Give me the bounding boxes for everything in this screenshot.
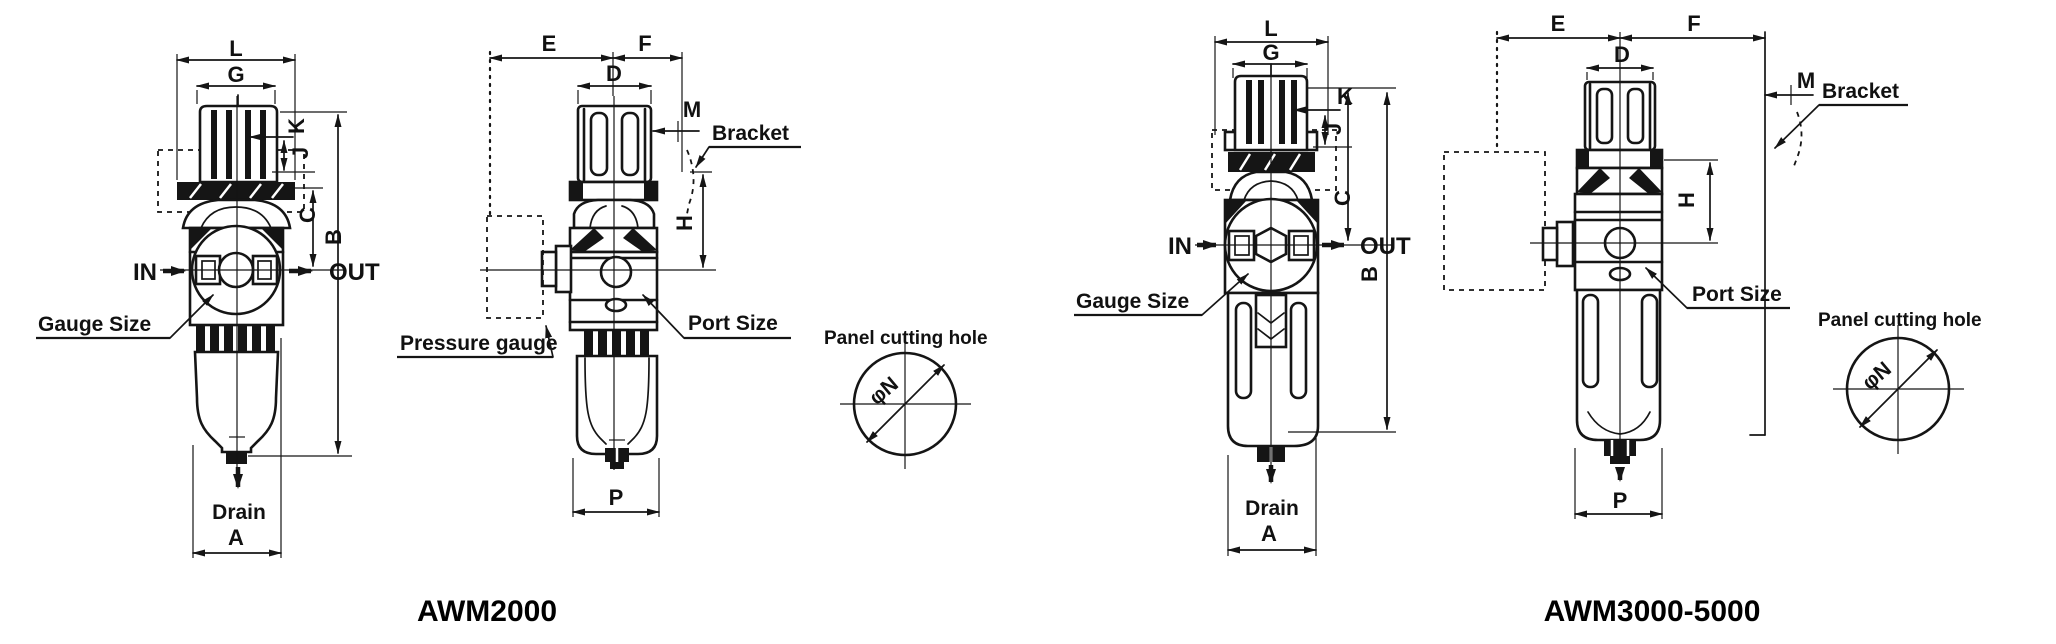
label-bracket-right: Bracket [1822, 80, 1899, 103]
lock-ring [177, 182, 295, 200]
label-out: OUT [329, 259, 380, 286]
label-gauge-size-right: Gauge Size [1076, 290, 1189, 313]
model-caption-right: AWM3000-5000 [1544, 595, 1761, 628]
dim-E-right: E [1551, 11, 1566, 36]
label-in: IN [133, 259, 157, 286]
label-pressure-gauge: Pressure gauge [400, 332, 558, 355]
dim-C: C [295, 207, 320, 223]
bracket-dashed-outline-right [1443, 151, 1546, 291]
dim-M: M [683, 97, 701, 122]
awm3000-side-view: E F D M Bracket H Port Size P [1443, 11, 1908, 519]
dim-E: E [542, 31, 557, 56]
dim-F-right: F [1687, 11, 1700, 36]
label-panel-cutting-hole-right: Panel cutting hole [1818, 310, 1982, 331]
diameter-arrow [866, 364, 945, 443]
dim-D: D [606, 61, 622, 86]
dim-B: B [321, 229, 346, 245]
label-drain-right: Drain [1245, 497, 1299, 520]
dim-B-right: B [1357, 266, 1382, 282]
label-port-size-right: Port Size [1692, 283, 1782, 306]
dim-K: K [284, 118, 309, 134]
filter-bowl-side [575, 354, 659, 456]
dim-J: J [288, 147, 313, 159]
label-panel-cutting-hole: Panel cutting hole [824, 328, 988, 349]
diameter-arrow-right [1859, 349, 1938, 428]
dim-G: G [227, 62, 244, 87]
label-gauge-size: Gauge Size [38, 313, 151, 336]
label-bracket: Bracket [712, 122, 789, 145]
dim-M-right: M [1797, 68, 1815, 93]
dim-A: A [228, 525, 244, 550]
pressure-gauge-outline [486, 215, 544, 319]
dim-F: F [638, 31, 651, 56]
label-drain: Drain [212, 501, 266, 524]
bowl-guard-teeth [196, 325, 275, 352]
dim-J-right: J [1321, 123, 1346, 135]
bracket-dashes [686, 149, 695, 215]
label-out-right: OUT [1360, 233, 1411, 260]
awm2000-side-view: E F D M Bracket H Pressure gauge Port Si… [397, 31, 801, 517]
dim-L: L [229, 36, 242, 61]
dim-L-right: L [1264, 16, 1277, 41]
dim-A-right: A [1261, 521, 1277, 546]
dim-G-right: G [1262, 40, 1279, 65]
label-in-right: IN [1168, 233, 1192, 260]
awm3000-panel-hole: Panel cutting hole φN [1818, 310, 1982, 454]
dim-H: H [672, 215, 697, 231]
awm2000-front-view: L G K J C B IN OUT Gauge Size Drain A [36, 36, 380, 558]
dim-P-right: P [1613, 488, 1628, 513]
dim-D-right: D [1614, 42, 1630, 67]
adjust-knob [198, 104, 279, 184]
bowl-guard-teeth-side [584, 330, 649, 356]
dim-P: P [609, 485, 624, 510]
bracket-dashes-right [1793, 111, 1803, 167]
label-port-size: Port Size [688, 312, 778, 335]
dim-H-right: H [1674, 192, 1699, 208]
awm3000-front-view: L G K J C B IN OUT Gauge Size Drain A [1074, 16, 1411, 556]
model-caption-left: AWM2000 [417, 595, 557, 628]
dim-C-right: C [1330, 190, 1355, 206]
awm2000-panel-hole: Panel cutting hole φN [824, 328, 988, 469]
